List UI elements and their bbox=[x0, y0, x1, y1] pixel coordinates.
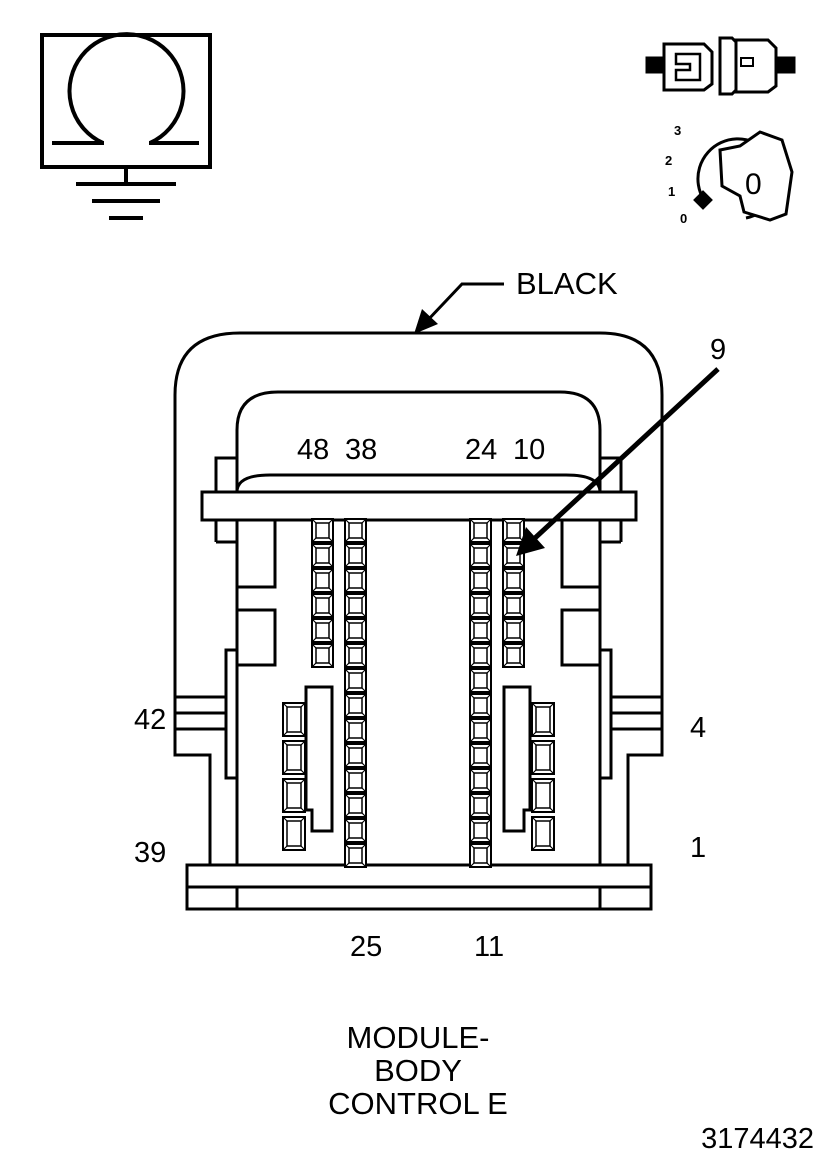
pin-cavity-col-d-5 bbox=[502, 618, 525, 643]
pin-cavity-col-a-1 bbox=[311, 518, 334, 543]
pin-cavity-large-left-2 bbox=[282, 740, 306, 775]
ohmmeter-ground-icon bbox=[40, 32, 212, 220]
pin-cavity-large-right-3 bbox=[531, 778, 555, 813]
pin-cavity-col-c-3 bbox=[469, 568, 492, 593]
pin-cavity-col-d-3 bbox=[502, 568, 525, 593]
pin-cavity-col-c-14 bbox=[469, 843, 492, 868]
disconnected-connector-icon bbox=[645, 36, 796, 96]
pin-4-label: 4 bbox=[690, 712, 706, 744]
pin-cavity-col-b-7 bbox=[344, 668, 367, 693]
pin-38-label: 38 bbox=[345, 434, 377, 466]
figure-number: 3174432 bbox=[701, 1123, 814, 1155]
pin-cavity-col-b-1 bbox=[344, 518, 367, 543]
pin-cavity-col-b-10 bbox=[344, 743, 367, 768]
pin-cavity-col-b-8 bbox=[344, 693, 367, 718]
ignition-position-0: 0 bbox=[680, 211, 687, 226]
pin-cavity-col-b-3 bbox=[344, 568, 367, 593]
pin-cavity-col-d-1 bbox=[502, 518, 525, 543]
pin-cavity-col-c-6 bbox=[469, 643, 492, 668]
pin-cavity-col-b-4 bbox=[344, 593, 367, 618]
pin-cavity-col-c-1 bbox=[469, 518, 492, 543]
connector-title-line2: BODY bbox=[374, 1053, 462, 1088]
pin-cavity-col-c-12 bbox=[469, 793, 492, 818]
pin-cavity-col-d-6 bbox=[502, 643, 525, 668]
pin-cavity-col-c-2 bbox=[469, 543, 492, 568]
pin-9-pointer: 9 bbox=[516, 334, 726, 556]
pin-39-label: 39 bbox=[134, 837, 166, 869]
pin-cavity-col-b-14 bbox=[344, 843, 367, 868]
ignition-key-off-icon: 3 2 1 0 0 bbox=[665, 123, 794, 226]
connector-color-label: BLACK bbox=[516, 266, 618, 301]
pin-cavity-large-left-1 bbox=[282, 702, 306, 737]
ignition-position-3: 3 bbox=[674, 123, 681, 138]
pin-cavities bbox=[282, 518, 555, 868]
pin-24-label: 24 bbox=[465, 434, 497, 466]
pin-1-label: 1 bbox=[690, 832, 706, 864]
pin-cavity-col-c-10 bbox=[469, 743, 492, 768]
pin-cavity-col-c-7 bbox=[469, 668, 492, 693]
ignition-position-2: 2 bbox=[665, 153, 672, 168]
connector-title-line1: MODULE- bbox=[347, 1020, 490, 1055]
pin-cavity-col-c-4 bbox=[469, 593, 492, 618]
pin-48-label: 48 bbox=[297, 434, 329, 466]
pin-cavity-col-c-8 bbox=[469, 693, 492, 718]
pin-cavity-col-a-6 bbox=[311, 643, 334, 668]
pin-cavity-col-b-6 bbox=[344, 643, 367, 668]
pin-cavity-col-d-4 bbox=[502, 593, 525, 618]
pin-cavity-col-b-12 bbox=[344, 793, 367, 818]
pin-42-label: 42 bbox=[134, 704, 166, 736]
pin-cavity-col-b-5 bbox=[344, 618, 367, 643]
connector-color-pointer: BLACK bbox=[414, 266, 618, 334]
connector-face bbox=[173, 331, 664, 911]
ignition-position-1: 1 bbox=[668, 184, 675, 199]
pin-cavity-large-right-2 bbox=[531, 740, 555, 775]
pin-cavity-col-c-13 bbox=[469, 818, 492, 843]
pin-cavity-col-c-5 bbox=[469, 618, 492, 643]
pin-cavity-col-b-9 bbox=[344, 718, 367, 743]
pin-cavity-col-a-2 bbox=[311, 543, 334, 568]
pin-9-label: 9 bbox=[710, 334, 726, 366]
pin-25-label: 25 bbox=[350, 931, 382, 963]
pin-cavity-col-a-5 bbox=[311, 618, 334, 643]
ignition-key-label: 0 bbox=[745, 168, 762, 201]
pin-cavity-col-c-11 bbox=[469, 768, 492, 793]
pin-cavity-large-left-3 bbox=[282, 778, 306, 813]
pin-cavity-col-c-9 bbox=[469, 718, 492, 743]
pin-cavity-large-left-4 bbox=[282, 816, 306, 851]
connector-title-line3: CONTROL E bbox=[328, 1086, 508, 1121]
pin-cavity-large-right-4 bbox=[531, 816, 555, 851]
pin-cavity-col-b-2 bbox=[344, 543, 367, 568]
pin-cavity-large-right-1 bbox=[531, 702, 555, 737]
pin-cavity-col-b-13 bbox=[344, 818, 367, 843]
pin-11-label: 11 bbox=[474, 931, 504, 963]
pin-cavity-col-a-3 bbox=[311, 568, 334, 593]
pin-10-label: 10 bbox=[513, 434, 545, 466]
pin-cavity-col-b-11 bbox=[344, 768, 367, 793]
pin-cavity-col-a-4 bbox=[311, 593, 334, 618]
